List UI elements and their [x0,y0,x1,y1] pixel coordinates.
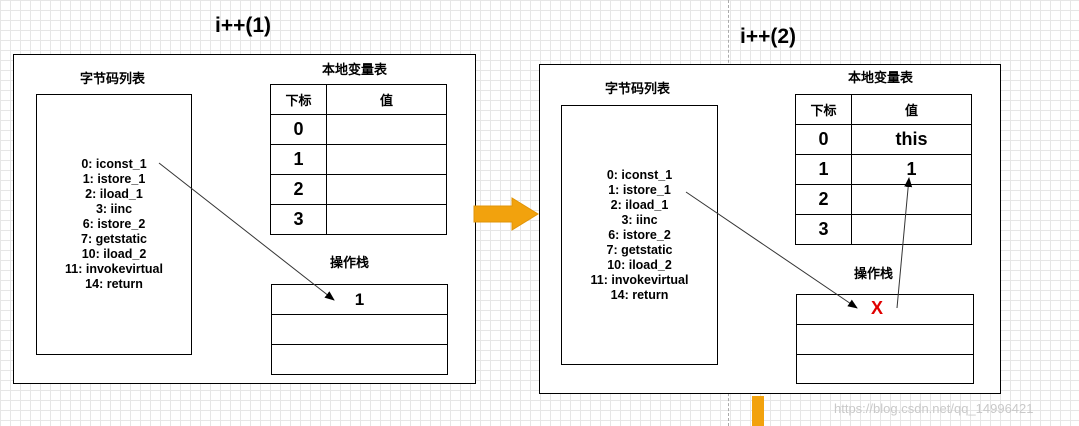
continuation-arrow-tail [752,396,764,426]
vars-index: 0 [270,114,327,145]
bytecode-line: 6: istore_2 [82,217,146,231]
vars-value [326,174,447,205]
vars-index: 3 [795,214,852,245]
left-bytecode-label: 字节码列表 [80,71,146,86]
stack-slot [797,325,973,355]
left-iconst-to-stack-arrow [158,162,335,301]
right-stack-to-var-arrow [896,177,913,309]
bytecode-line: 0: iconst_1 [81,157,147,171]
vars-value: this [851,124,972,155]
bytecode-line: 0: iconst_1 [606,168,673,182]
vars-value [851,214,972,245]
right-stack-label: 操作栈 [854,266,894,281]
vars-header-value: 值 [851,94,972,125]
vars-index: 2 [270,174,327,205]
stack-slot [272,315,447,345]
bytecode-line: 7: getstatic [81,232,147,246]
left-operand-stack: 1 [271,284,448,375]
bytecode-line: 10: iload_2 [81,247,147,261]
vars-header-index: 下标 [795,94,852,125]
bytecode-line: 7: getstatic [606,243,673,257]
watermark: https://blog.csdn.net/qq_14996421 [834,401,1034,416]
right-operand-stack [796,294,974,384]
next-step-arrow-icon [473,197,539,231]
stack-slot: 1 [272,285,447,315]
bytecode-line: 14: return [85,277,143,291]
left-local-var-table: 下标 值 0 1 2 3 [270,84,447,235]
bytecode-line: 6: istore_2 [608,228,671,242]
left-vars-label: 本地变量表 [322,62,388,77]
bytecode-line: 11: invokevirtual [65,262,163,276]
left-stack-label: 操作栈 [330,255,370,270]
bytecode-line: 3: iinc [621,213,658,227]
removed-value-mark: X [871,298,884,318]
left-title: i++(1) [215,14,272,37]
bytecode-line: 2: iload_1 [85,187,143,201]
right-bytecode-label: 字节码列表 [605,81,671,96]
vars-header-value: 值 [326,84,447,115]
vars-index: 1 [795,154,852,185]
bytecode-line: 2: iload_1 [610,198,669,212]
bytecode-line: 1: istore_1 [608,183,671,197]
left-bytecode-list: 0: iconst_1 1: istore_1 2: iload_1 3: ii… [36,94,192,355]
bytecode-line: 3: iinc [95,202,133,216]
bytecode-line: 14: return [610,288,669,302]
right-istore-to-stack-arrow [685,191,858,309]
bytecode-line: 1: istore_1 [82,172,146,186]
right-bytecode-list: 0: iconst_1 1: istore_1 2: iload_1 3: ii… [561,105,718,365]
right-vars-label: 本地变量表 [848,70,914,85]
vars-value [326,144,447,175]
bytecode-line: 11: invokevirtual [590,273,689,287]
vars-value [326,204,447,235]
right-title: i++(2) [740,25,797,48]
bytecode-line: 10: iload_2 [607,258,672,272]
stack-slot [797,295,973,325]
